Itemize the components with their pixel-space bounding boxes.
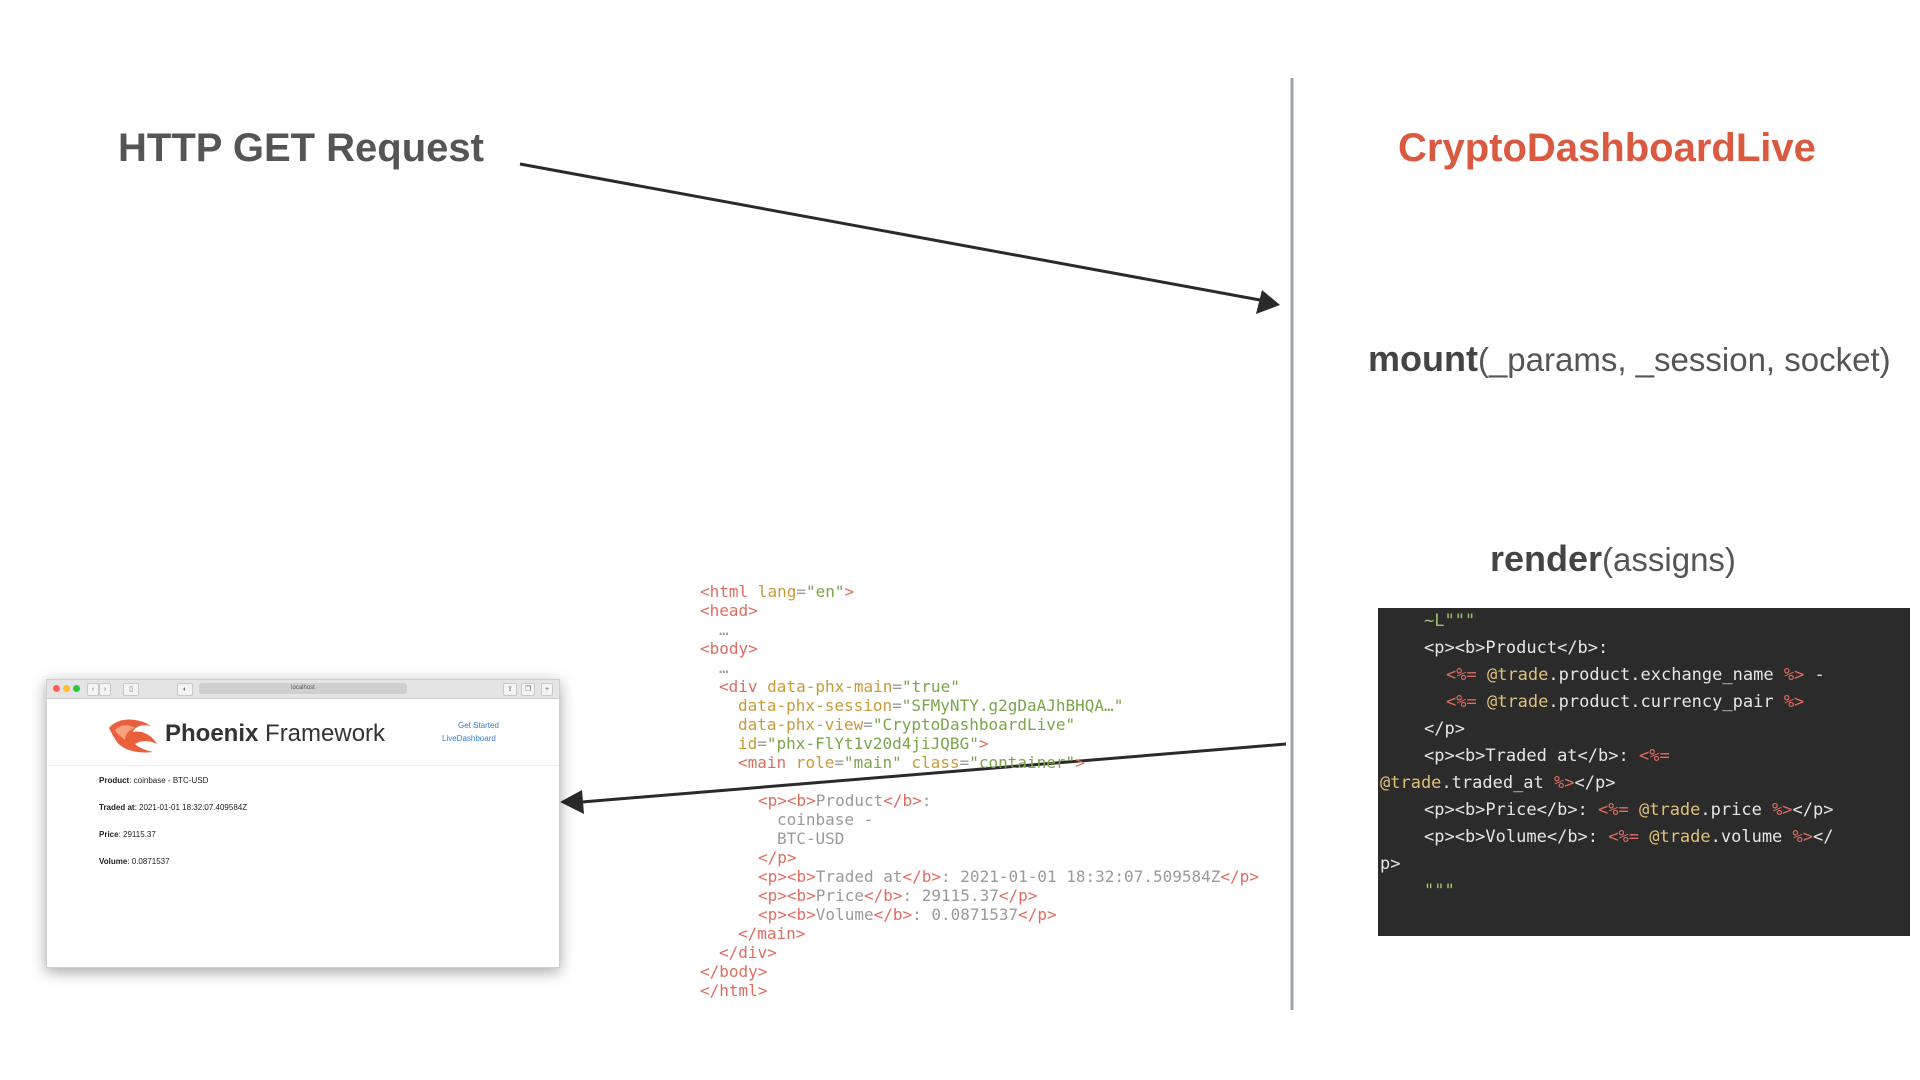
sidebar-icon[interactable]: ▯ xyxy=(123,683,139,696)
live-dashboard-link[interactable]: LiveDashboard xyxy=(442,734,496,743)
html-line: <body> xyxy=(700,639,758,658)
share-icon[interactable]: ⇪ xyxy=(503,683,517,696)
html-line: BTC-USD xyxy=(777,829,845,848)
privacy-icon[interactable]: ◐ xyxy=(177,683,193,696)
address-bar[interactable]: localhost xyxy=(199,683,407,694)
html-line: <p><b>Product</b>: xyxy=(758,791,932,810)
html-line: <html lang="en"> xyxy=(700,582,855,601)
html-line: id="phx-FlYt1v20d4jiJQBG"> xyxy=(738,734,989,753)
response-arrow-line xyxy=(581,742,1287,804)
template-line: <p><b>Price</b>: <%= @trade.price %></p> xyxy=(1424,800,1834,820)
traded-at-row: Traded at: 2021-01-01 18:32:07.409584Z xyxy=(99,803,248,812)
mount-name: mount xyxy=(1368,338,1478,379)
mount-args: (_params, _session, socket) xyxy=(1477,341,1891,378)
html-line: </html> xyxy=(700,981,768,1000)
template-line: <%= @trade.product.currency_pair %> xyxy=(1446,692,1805,712)
html-line: </div> xyxy=(719,943,777,962)
html-line: <p><b>Price</b>: 29115.37</p> xyxy=(758,886,1038,905)
phoenix-brand: Phoenix Framework xyxy=(165,720,386,747)
html-line: <p><b>Volume</b>: 0.0871537</p> xyxy=(758,905,1057,924)
request-arrowhead xyxy=(1256,290,1280,314)
volume-row: Volume: 0.0871537 xyxy=(99,857,170,866)
html-line: <p><b>Traded at</b>: 2021-01-01 18:32:07… xyxy=(758,867,1259,886)
template-line: <p><b>Product</b>: xyxy=(1424,638,1609,658)
liveview-module-title: CryptoDashboardLive xyxy=(1398,126,1816,170)
minimize-window-icon[interactable] xyxy=(63,685,70,692)
site-header xyxy=(47,699,559,766)
render-template-panel: ~L""" <p><b>Product</b>: <%= @trade.prod… xyxy=(1378,608,1910,936)
back-icon[interactable]: ‹ xyxy=(87,683,99,696)
html-line: </body> xyxy=(700,962,768,981)
request-arrow-line xyxy=(519,162,1261,302)
template-line: ~L""" xyxy=(1424,611,1476,631)
browser-window: ‹ › ▯ ◐ localhost ⇪ ❐ + Phoenix Framewor… xyxy=(46,679,560,968)
html-line: <head> xyxy=(700,601,758,620)
template-line: """ xyxy=(1424,881,1455,901)
html-line: … xyxy=(719,620,729,639)
render-args: (assigns) xyxy=(1602,541,1736,578)
add-tab-icon[interactable]: + xyxy=(541,683,553,696)
html-line: data-phx-session="SFMyNTY.g2gDaAJhBHQA…" xyxy=(738,696,1124,715)
render-callback: render(assigns) xyxy=(1490,538,1736,580)
template-line: @trade.traded_at %></p> xyxy=(1380,773,1616,793)
template-line: </p> xyxy=(1424,719,1465,739)
product-row: Product: coinbase - BTC-USD xyxy=(99,776,209,785)
html-line: <div data-phx-main="true" xyxy=(719,677,960,696)
template-line: <%= @trade.product.exchange_name %> - xyxy=(1446,665,1825,685)
tabs-icon[interactable]: ❐ xyxy=(521,683,535,696)
mount-callback: mount(_params, _session, socket) xyxy=(1368,338,1891,380)
html-line: coinbase - xyxy=(777,810,874,829)
maximize-window-icon[interactable] xyxy=(73,685,80,692)
html-line: </main> xyxy=(738,924,806,943)
template-line: <p><b>Volume</b>: <%= @trade.volume %></ xyxy=(1424,827,1834,847)
html-line: data-phx-view="CryptoDashboardLive" xyxy=(738,715,1076,734)
http-get-request-label: HTTP GET Request xyxy=(118,126,484,170)
html-line: </p> xyxy=(758,848,797,867)
response-arrowhead xyxy=(560,790,584,814)
html-line: … xyxy=(719,658,729,677)
forward-icon[interactable]: › xyxy=(99,683,111,696)
phoenix-logo-icon xyxy=(109,719,157,753)
template-line: <p><b>Traded at</b>: <%= xyxy=(1424,746,1670,766)
price-row: Price: 29115.37 xyxy=(99,830,156,839)
get-started-link[interactable]: Get Started xyxy=(458,721,499,730)
html-line: <main role="main" class="container"> xyxy=(738,753,1085,772)
render-name: render xyxy=(1490,538,1603,579)
browser-toolbar: ‹ › ▯ ◐ localhost ⇪ ❐ + xyxy=(47,680,559,699)
close-window-icon[interactable] xyxy=(53,685,60,692)
template-line: p> xyxy=(1380,854,1401,874)
